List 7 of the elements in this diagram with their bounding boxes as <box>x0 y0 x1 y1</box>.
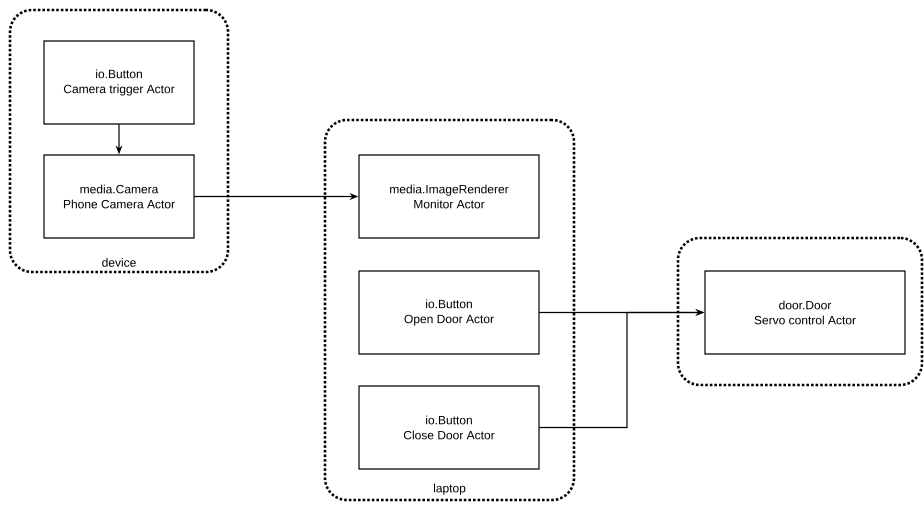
actor-box: door.Door Servo control Actor <box>704 270 906 355</box>
actor-box: io.Button Open Door Actor <box>358 270 540 355</box>
actor-box: io.Button Close Door Actor <box>358 385 540 470</box>
actor-box: io.Button Camera trigger Actor <box>43 40 195 125</box>
actor-box: media.ImageRenderer Monitor Actor <box>358 154 540 239</box>
group-frame <box>676 236 924 386</box>
actor-box: media.Camera Phone Camera Actor <box>43 154 195 239</box>
